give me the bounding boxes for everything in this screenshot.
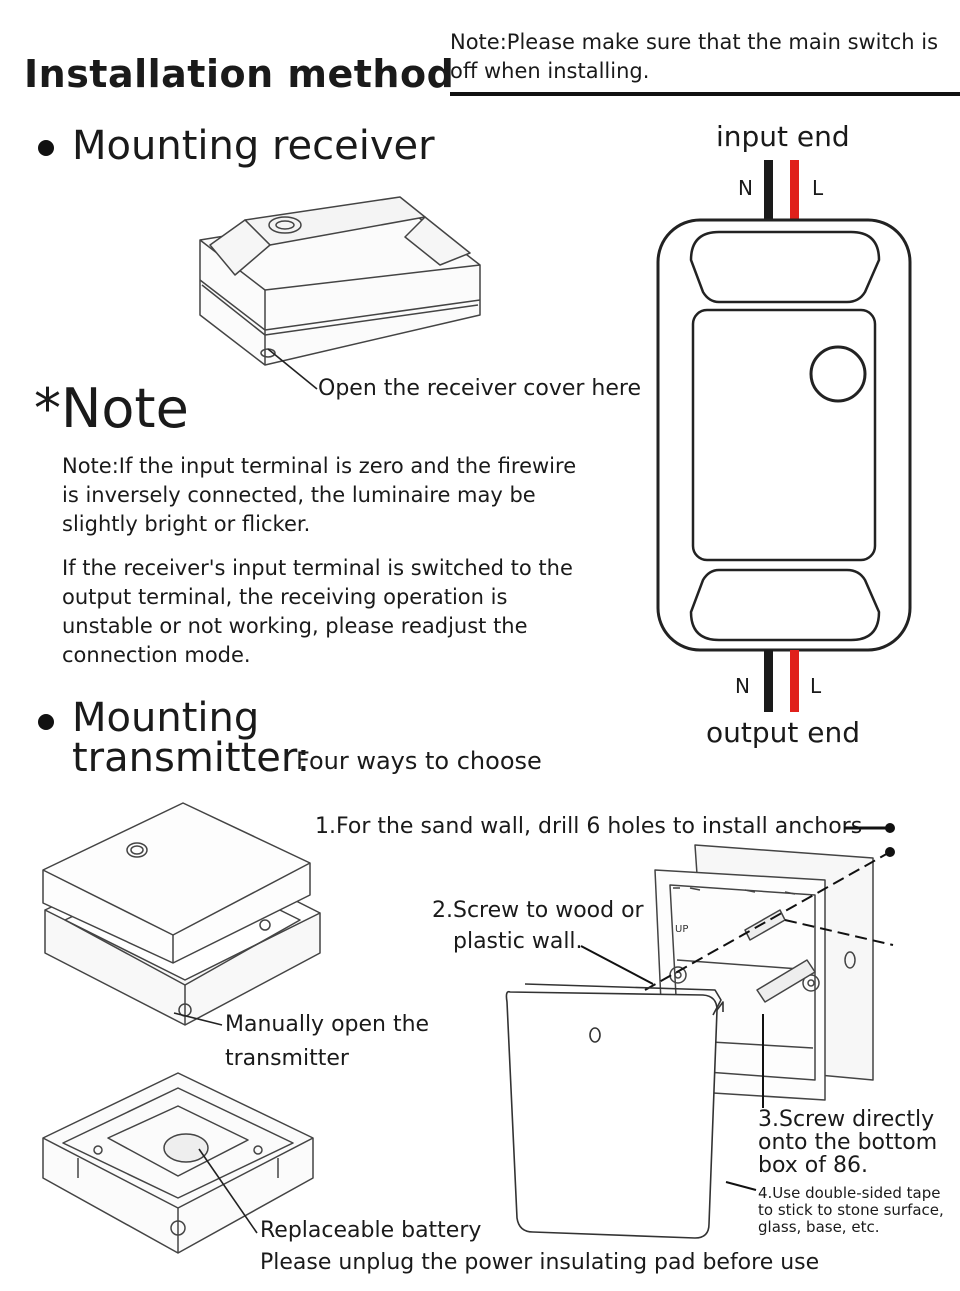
- way-1-label: 1.For the sand wall, drill 6 holes to in…: [315, 814, 863, 839]
- way-1-pointer: [844, 823, 895, 833]
- top-terminal-cover: [689, 230, 881, 304]
- transmitter-panel: [505, 990, 718, 1239]
- up-mark-text: UP: [675, 924, 688, 935]
- transmitter-heading-line1: Mounting: [72, 695, 260, 741]
- open-transmitter-label-line1: Manually open the: [225, 1012, 430, 1037]
- input-neutral-label: N: [738, 176, 753, 200]
- cover-pointer-line: [267, 348, 318, 390]
- way-3-pointer: [762, 1014, 764, 1108]
- receiver-heading: Mounting receiver: [72, 123, 435, 169]
- battery-label: Replaceable battery: [260, 1218, 482, 1243]
- way-4-label-line1: 4.Use double-sided tape: [758, 1184, 941, 1202]
- output-live-wire: [790, 650, 799, 712]
- output-end-label: output end: [706, 716, 860, 749]
- bullet-icon: [38, 714, 54, 730]
- way-4-label-line3: glass, base, etc.: [758, 1218, 880, 1236]
- bullet-icon: [38, 140, 54, 156]
- input-live-wire: [790, 160, 799, 222]
- top-note: Note:Please make sure that the main swit…: [450, 30, 939, 83]
- screw-icon: [756, 959, 816, 1003]
- way-3-label-line3: box of 86.: [758, 1153, 868, 1178]
- receiver-device-illustration: [199, 196, 481, 366]
- input-neutral-wire: [764, 160, 773, 222]
- note-paragraph-1: Note:If the input terminal is zero and t…: [62, 454, 577, 536]
- learn-button-icon: [809, 345, 867, 403]
- open-pointer-line: [173, 1012, 223, 1026]
- transmitter-opened-illustration: [42, 802, 321, 1026]
- page-title: Installation method: [24, 52, 455, 96]
- battery-pointer-line: [198, 1148, 258, 1234]
- way-3-label-line2: onto the bottom: [758, 1130, 938, 1155]
- top-note-divider: [450, 92, 960, 96]
- open-transmitter-label-line2: transmitter: [225, 1046, 349, 1071]
- way-4-label-line2: to stick to stone surface,: [758, 1201, 944, 1219]
- note-heading: *Note: [34, 377, 189, 440]
- bottom-terminal-cover: [689, 568, 881, 642]
- battery-note: Please unplug the power insulating pad b…: [260, 1250, 820, 1275]
- indicator-light-icon: [589, 1027, 601, 1043]
- output-neutral-wire: [764, 650, 773, 712]
- transmitter-subheading: Four ways to choose: [296, 747, 542, 775]
- output-live-label: L: [810, 674, 822, 698]
- note-paragraph-2: If the receiver's input terminal is swit…: [62, 556, 573, 667]
- transmitter-base-illustration: [42, 1072, 314, 1254]
- way-2-pointer: [580, 945, 654, 985]
- receiver-cover-label: Open the receiver cover here: [318, 376, 642, 401]
- receiver-wiring-diagram: [656, 160, 912, 712]
- input-live-label: L: [812, 176, 824, 200]
- wall-mounting-illustration: UP: [505, 844, 895, 1239]
- way-2-label-line2: plastic wall.: [453, 929, 583, 954]
- output-neutral-label: N: [735, 674, 750, 698]
- way-4-pointer: [725, 1181, 757, 1191]
- transmitter-heading-line2: transmitter:: [72, 735, 311, 781]
- way-2-label-line1: 2.Screw to wood or: [432, 898, 644, 923]
- way-3-label-line1: 3.Screw directly: [758, 1107, 935, 1132]
- input-end-label: input end: [716, 120, 850, 153]
